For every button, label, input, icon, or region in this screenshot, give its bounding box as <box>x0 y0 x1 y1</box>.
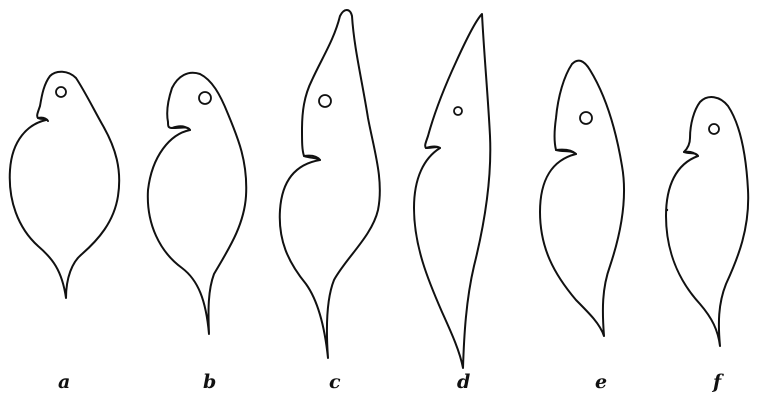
label-c: c <box>329 371 341 393</box>
label-d: d <box>457 371 470 393</box>
specimen-d-eye <box>454 107 462 115</box>
specimen-f <box>666 97 748 346</box>
specimen-a <box>10 72 119 298</box>
specimen-c-eye <box>319 95 331 107</box>
stray-dot <box>666 209 668 211</box>
label-a: a <box>58 371 70 393</box>
specimen-a-outline <box>10 72 119 298</box>
specimen-b-eye <box>199 92 211 104</box>
specimen-a-eye <box>56 87 66 97</box>
specimen-d-outline <box>414 14 490 368</box>
specimen-e-outline <box>540 61 624 336</box>
specimen-e-eye <box>580 112 592 124</box>
specimen-c <box>280 10 380 358</box>
specimen-c-outline <box>280 10 380 358</box>
specimen-b-outline <box>148 73 246 334</box>
specimen-d <box>414 14 490 368</box>
specimen-b <box>148 73 246 334</box>
specimen-f-outline <box>666 97 748 346</box>
label-e: e <box>595 371 607 393</box>
label-f: f <box>711 371 724 393</box>
specimen-e <box>540 61 624 336</box>
label-b: b <box>203 371 216 393</box>
specimen-f-eye <box>709 124 719 134</box>
